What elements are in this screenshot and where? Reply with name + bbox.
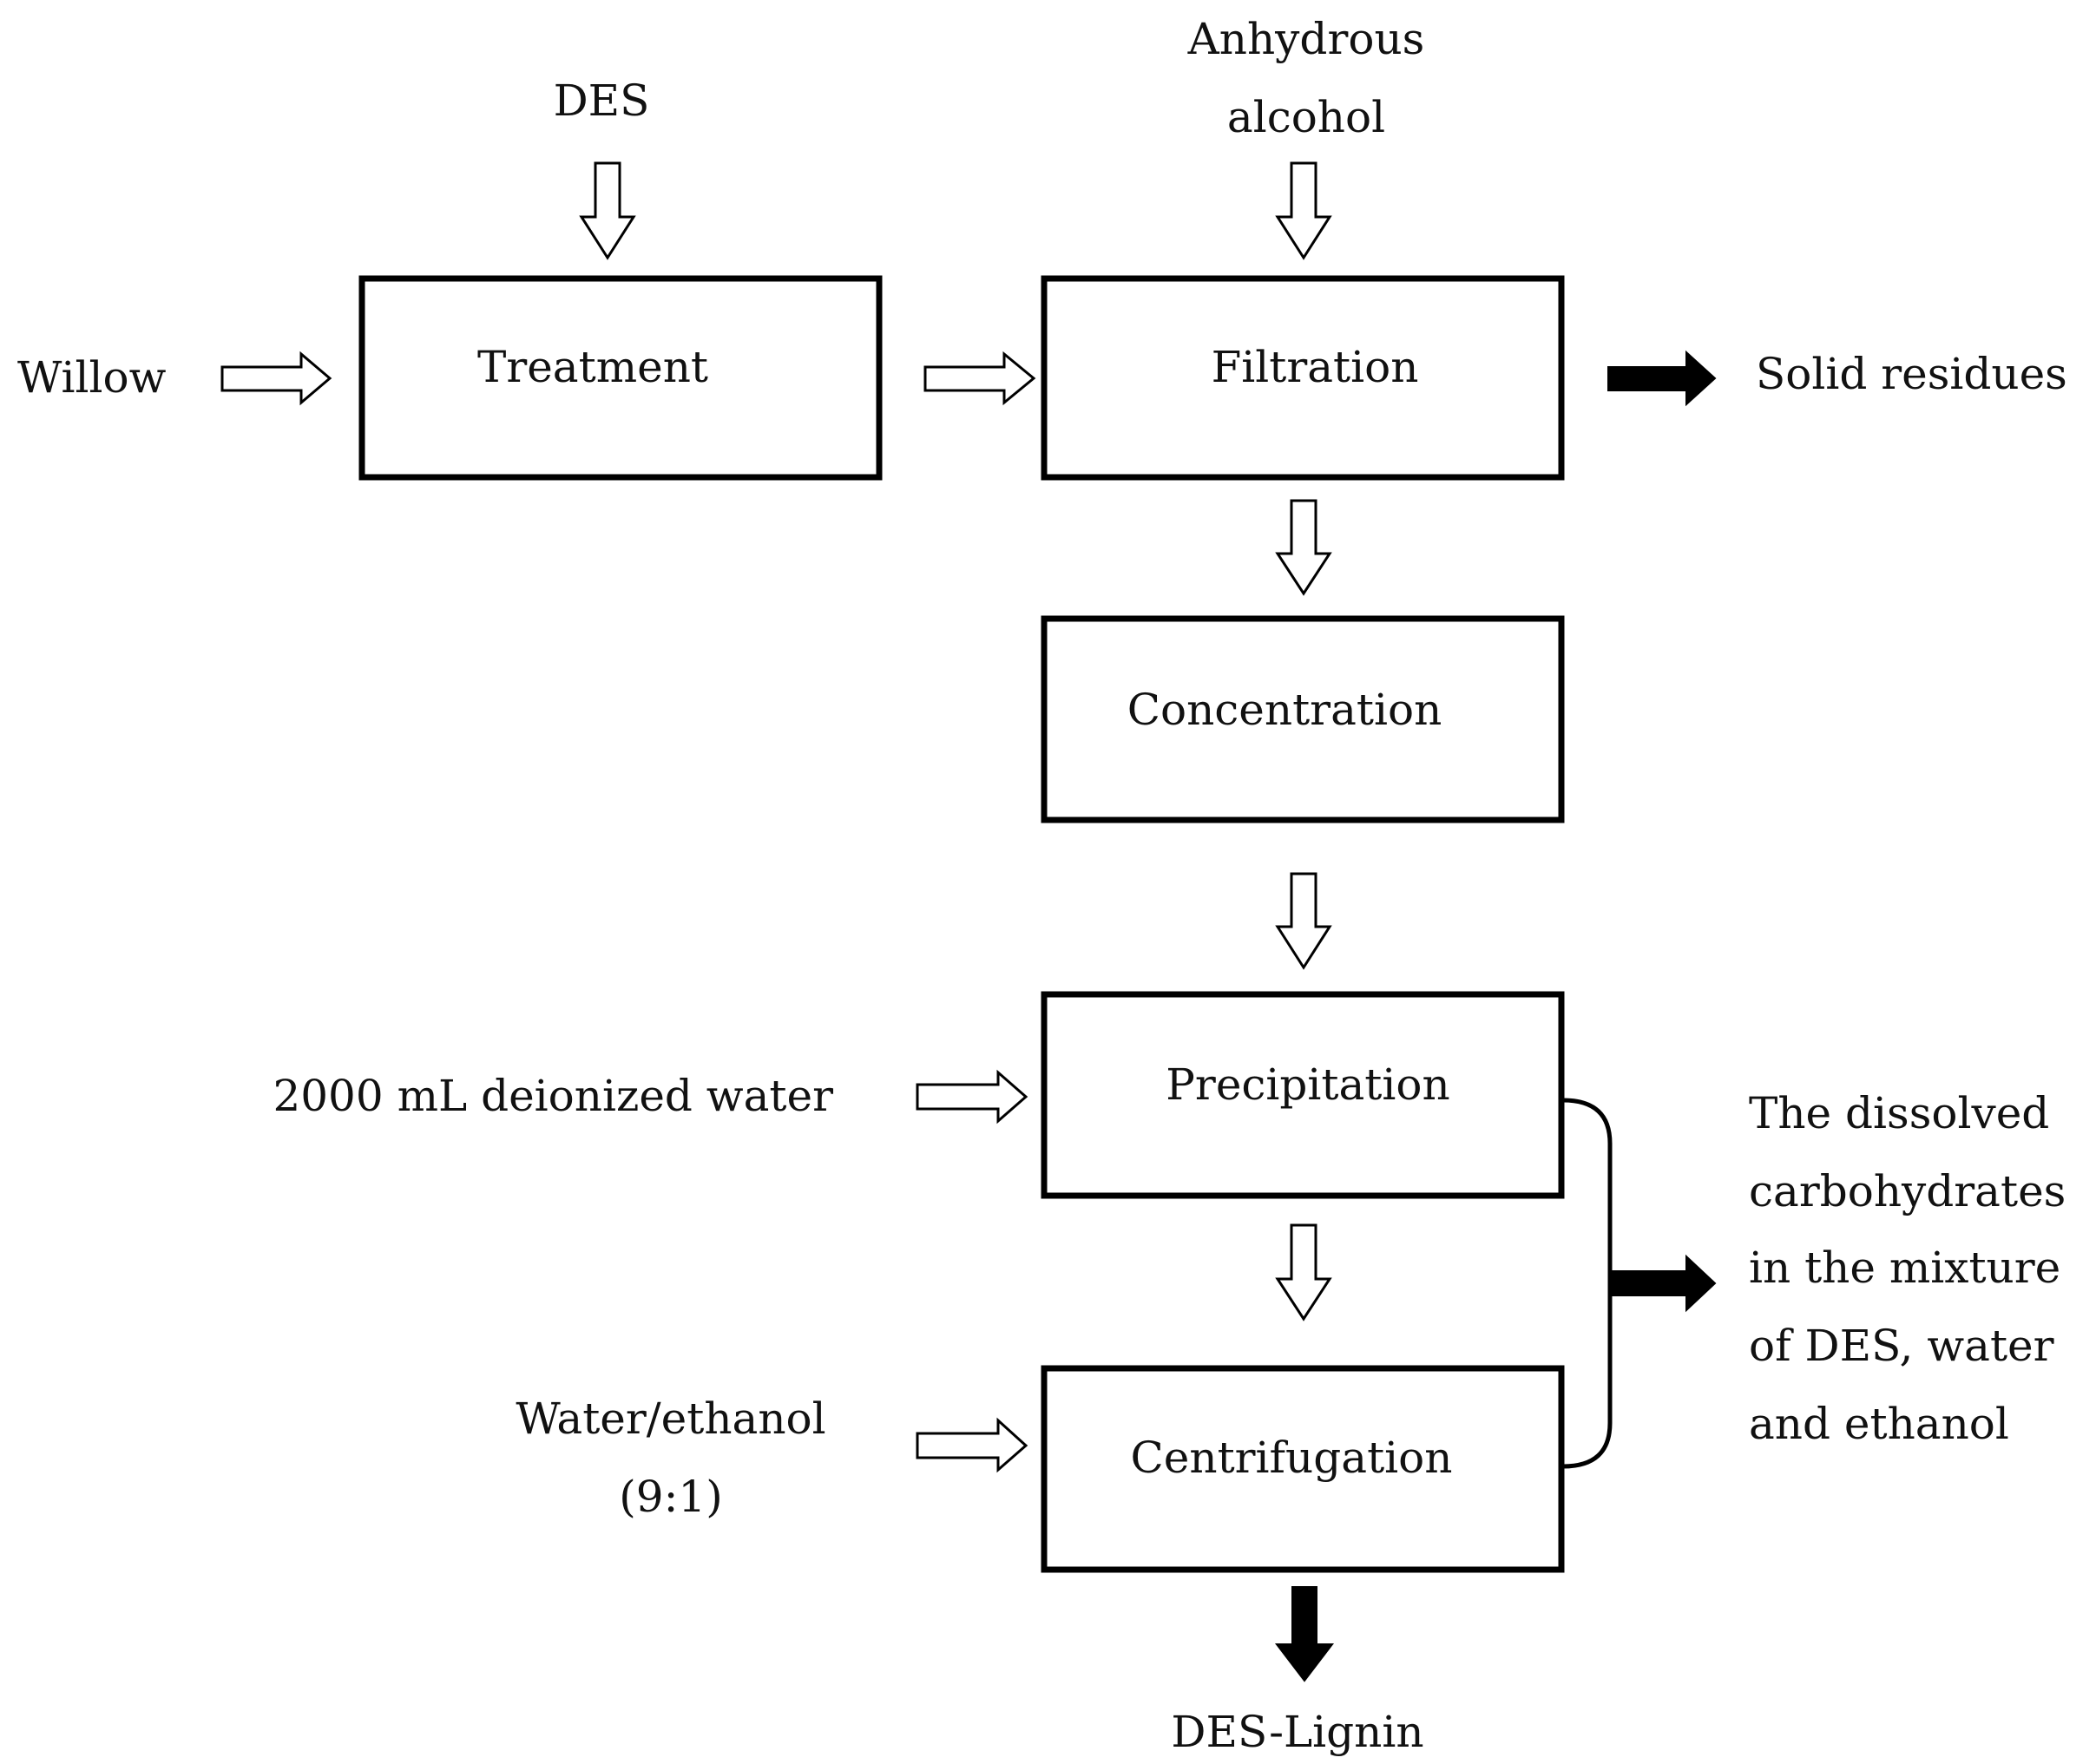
output-carbohydrates-line: and ethanol (1749, 1399, 2009, 1449)
output-lignin-label: DES-Lignin (1171, 1707, 1423, 1757)
input-alcohol-label-line1: Anhydrous (1187, 14, 1425, 64)
step-filtration-label: Filtration (1212, 342, 1419, 392)
output-carbohydrates-line: carbohydrates (1749, 1166, 2066, 1216)
input-alcohol-label-line2: alcohol (1227, 92, 1385, 142)
brace-precipitation-centrifugation (1562, 1098, 1613, 1469)
arrow-filtration-to-solid-residues (1607, 350, 1717, 407)
step-treatment: Treatment (358, 275, 883, 481)
step-treatment-label: Treatment (477, 342, 708, 392)
input-willow-label: Willow (17, 352, 167, 403)
output-solid-residues-label: Solid residues (1756, 349, 2067, 399)
arrow-precipitation-to-centrifugation (1275, 1223, 1332, 1321)
arrow-filtration-to-concentration (1275, 499, 1332, 596)
step-filtration: Filtration (1041, 275, 1565, 481)
step-centrifugation-label: Centrifugation (1131, 1433, 1453, 1483)
step-concentration-label: Concentration (1127, 685, 1442, 735)
output-carbohydrates-line: in the mixture (1749, 1243, 2060, 1293)
arrow-alcohol-to-filtration (1275, 161, 1332, 260)
step-concentration: Concentration (1041, 615, 1565, 823)
input-des-label: DES (554, 75, 650, 126)
output-carbohydrates-line: of DES, water (1749, 1321, 2054, 1371)
input-water-ethanol-label-line2: (9:1) (619, 1472, 722, 1522)
arrow-brace-to-carbohydrates (1609, 1254, 1717, 1313)
arrow-willow-to-treatment (220, 351, 332, 406)
step-precipitation: Precipitation (1041, 991, 1565, 1199)
arrow-des-to-treatment (579, 161, 636, 260)
arrow-water-to-precipitation (916, 1069, 1028, 1125)
input-water-label: 2000 mL deionized water (273, 1071, 833, 1121)
input-water-ethanol-label-line1: Water/ethanol (516, 1393, 825, 1444)
arrow-concentration-to-precipitation (1275, 872, 1332, 970)
arrow-water-ethanol-to-centrifugation (916, 1417, 1028, 1473)
arrow-treatment-to-filtration (923, 351, 1036, 406)
arrow-centrifugation-to-lignin (1274, 1586, 1335, 1682)
step-centrifugation: Centrifugation (1041, 1365, 1565, 1573)
output-carbohydrates-line: The dissolved (1749, 1088, 2049, 1138)
step-precipitation-label: Precipitation (1166, 1059, 1449, 1110)
